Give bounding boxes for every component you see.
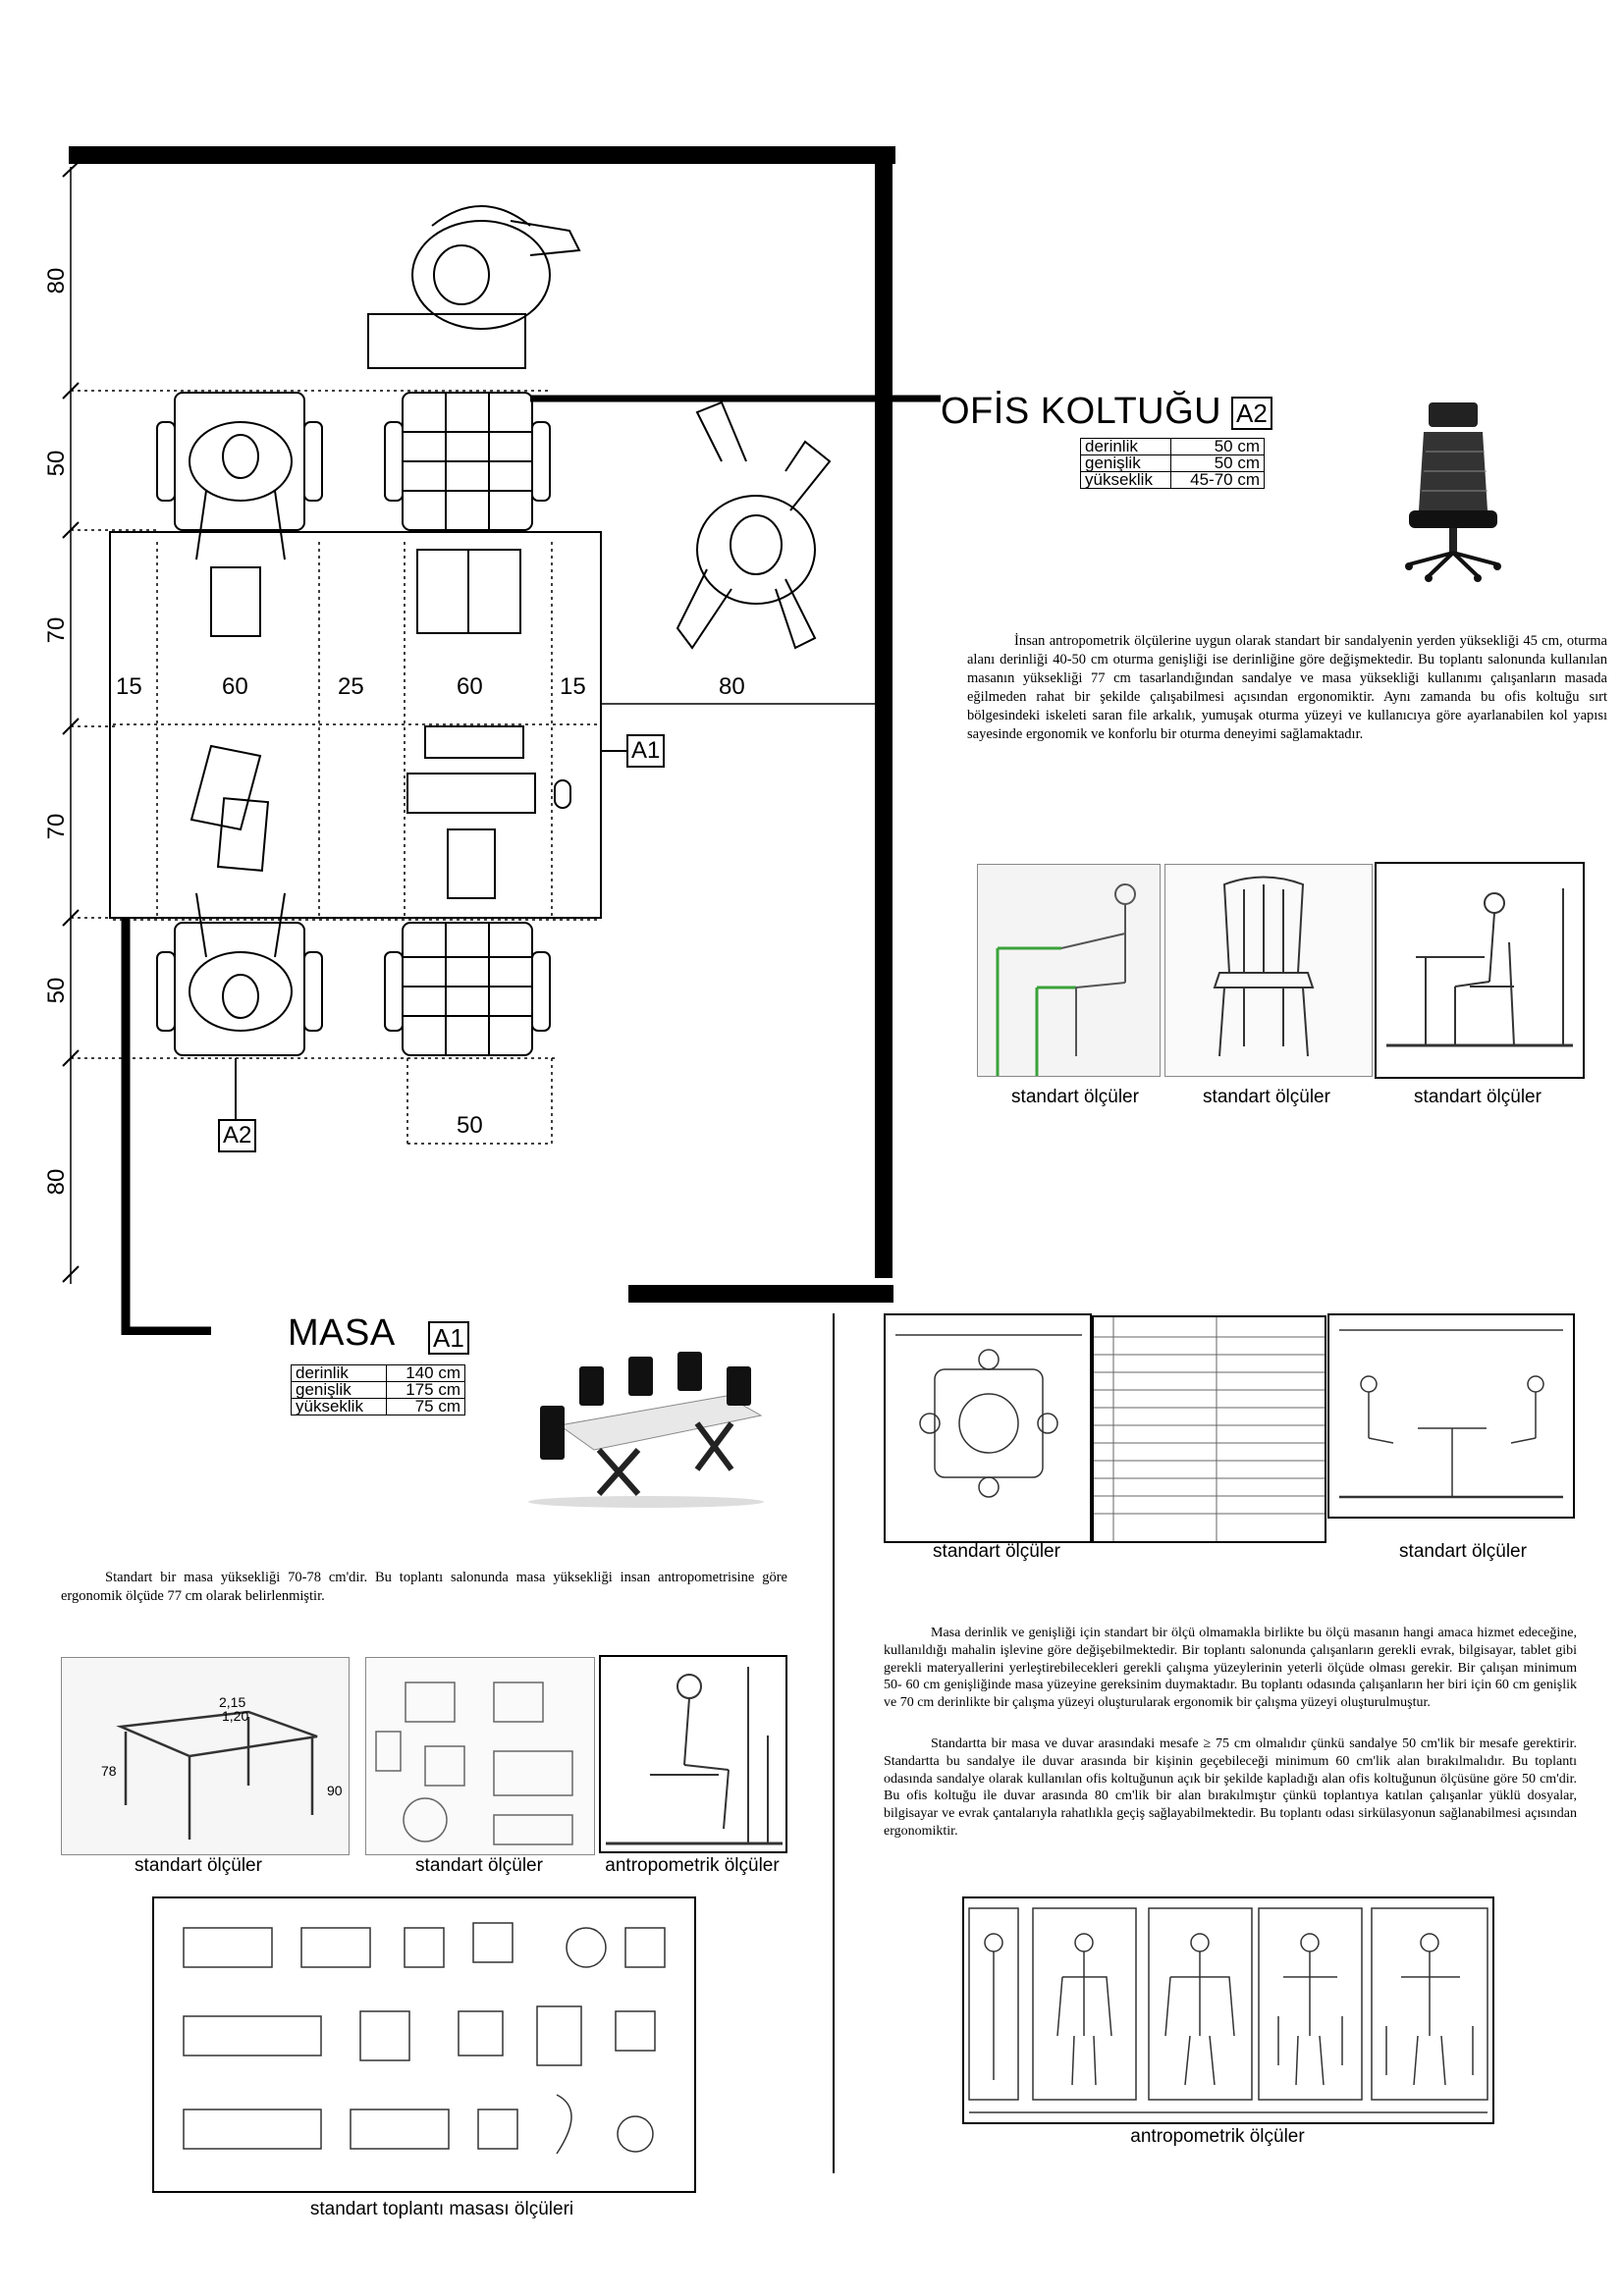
dim-col-6: 80 <box>719 673 745 700</box>
spec-label: yükseklik <box>291 1398 387 1415</box>
dim-col-5: 15 <box>560 673 586 700</box>
svg-text:78: 78 <box>101 1763 117 1779</box>
table-caption-2: standart ölçüler <box>415 1855 543 1876</box>
dim-col-1: 15 <box>116 673 142 700</box>
spec-value: 140 cm <box>385 1364 466 1382</box>
meeting-table-image <box>528 1352 764 1508</box>
table-figure-1: 2,15 1,20 78 90 <box>61 1657 350 1855</box>
plan-tag-a2: A2 <box>218 1119 257 1152</box>
dim-row-1: 80 <box>43 267 70 294</box>
anthropometric-figure <box>962 1896 1494 2124</box>
right-paragraph-1: Masa derinlik ve genişliği için standart… <box>884 1626 1577 1711</box>
spec-value: 45-70 cm <box>1170 471 1265 489</box>
right-caption-2: standart ölçüler <box>1399 1541 1527 1562</box>
spec-value: 75 cm <box>385 1398 466 1415</box>
dim-row-6: 80 <box>43 1168 70 1196</box>
dim-col-2: 60 <box>222 673 248 700</box>
table-figure-3 <box>599 1655 787 1853</box>
chair-tag: A2 <box>1231 397 1272 430</box>
spec-label: genişlik <box>1079 454 1172 472</box>
plan-tag-a1: A1 <box>626 734 666 768</box>
chair-caption-2: standart ölçüler <box>1203 1087 1330 1107</box>
dimension-table-figure <box>1092 1315 1326 1543</box>
spec-value: 50 cm <box>1170 438 1265 455</box>
spec-label: derinlik <box>291 1364 387 1382</box>
dim-row-5: 50 <box>43 977 70 1004</box>
svg-text:2,15: 2,15 <box>219 1694 245 1710</box>
office-chair-image <box>1405 402 1501 582</box>
chair-title: OFİS KOLTUĞU <box>941 391 1222 432</box>
chair-figure-3 <box>1375 862 1585 1079</box>
chair-figure-2 <box>1164 864 1373 1077</box>
spec-label: derinlik <box>1079 438 1172 455</box>
spec-value: 175 cm <box>385 1381 466 1399</box>
chair-caption-1: standart ölçüler <box>1011 1087 1139 1107</box>
right-paragraph-2: Standartta bir masa ve duvar arasındaki … <box>884 1736 1577 1839</box>
meeting-table-sizes-caption: standart toplantı masası ölçüleri <box>309 2199 574 2219</box>
spec-label: genişlik <box>291 1381 387 1399</box>
meeting-table-sizes-figure <box>152 1896 696 2193</box>
chair-paragraph: İnsan antropometrik ölçülerine uygun ola… <box>967 633 1607 742</box>
spec-value: 50 cm <box>1170 454 1265 472</box>
svg-text:90: 90 <box>327 1783 343 1798</box>
table-paragraph: Standart bir masa yüksekliği 70-78 cm'di… <box>61 1570 787 1604</box>
dim-col-4: 60 <box>457 673 483 700</box>
svg-text:1,20: 1,20 <box>222 1708 248 1724</box>
dim-row-4: 70 <box>43 813 70 840</box>
dim-row-3: 70 <box>43 616 70 644</box>
table-title: MASA <box>288 1312 396 1354</box>
floor-plan <box>62 146 941 1335</box>
table-tag: A1 <box>428 1321 469 1355</box>
chair-caption-3: standart ölçüler <box>1414 1087 1542 1107</box>
table-caption-1: standart ölçüler <box>135 1855 262 1876</box>
dim-chair-width: 50 <box>457 1112 483 1139</box>
table-figure-2 <box>365 1657 595 1855</box>
chair-figure-1 <box>977 864 1161 1077</box>
anthropometric-caption: antropometrik ölçüler <box>1130 2126 1305 2147</box>
table-caption-3: antropometrik ölçüler <box>605 1855 780 1876</box>
spec-label: yükseklik <box>1079 471 1172 489</box>
sitting-zone-figure <box>1327 1313 1575 1519</box>
dim-row-2: 50 <box>43 450 70 477</box>
column-divider <box>833 1313 835 2173</box>
dim-col-3: 25 <box>338 673 364 700</box>
right-caption-1: standart ölçüler <box>933 1541 1060 1562</box>
conference-table-figure <box>884 1313 1092 1543</box>
